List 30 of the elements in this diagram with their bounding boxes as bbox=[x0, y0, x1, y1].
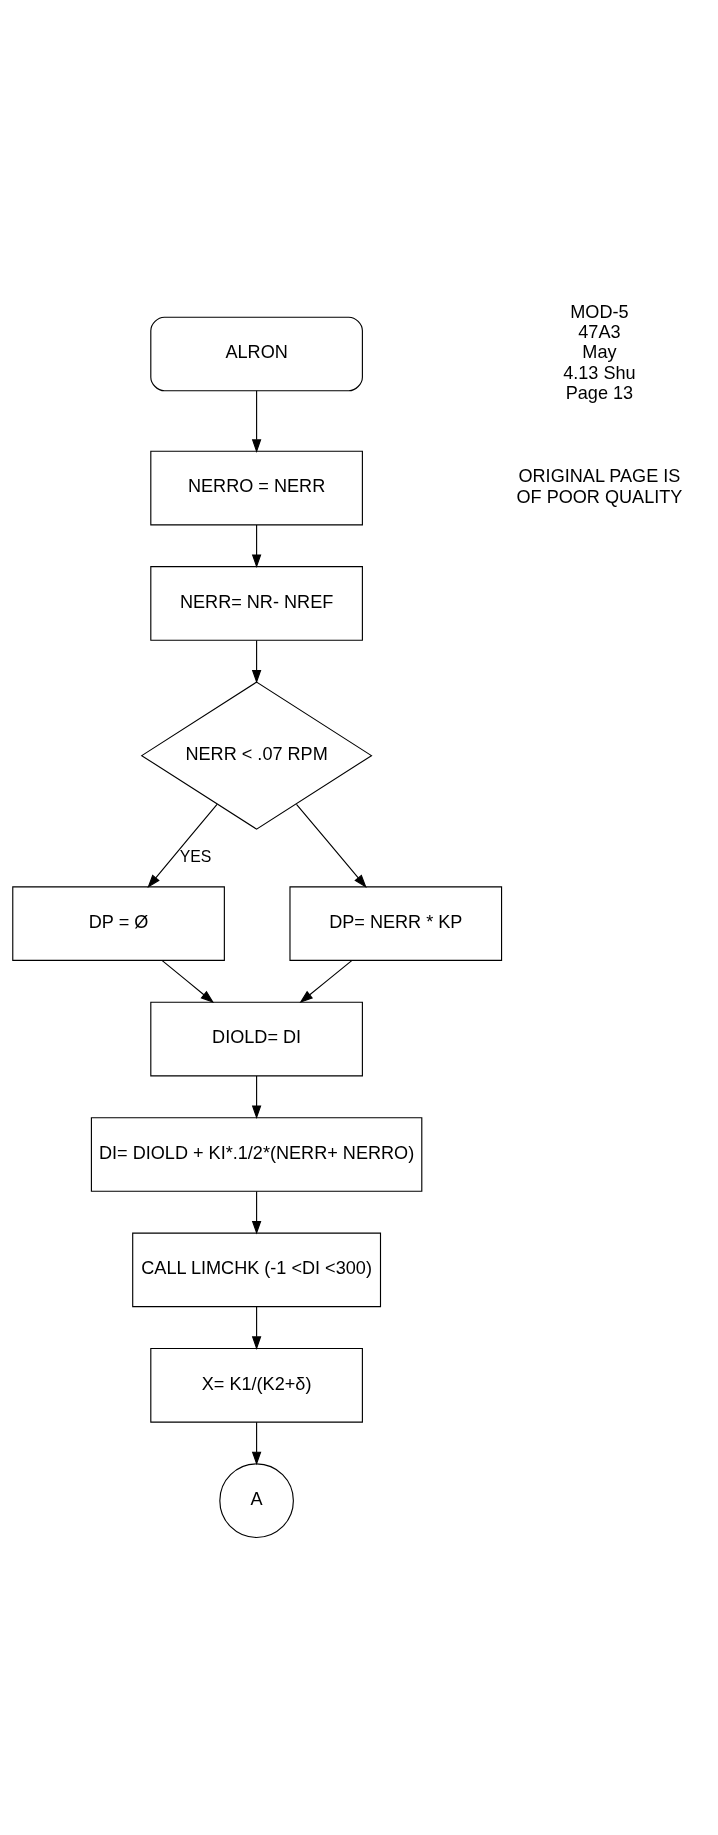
arrow bbox=[251, 639, 262, 684]
label: OF POOR QUALITY bbox=[516, 486, 683, 507]
arrow bbox=[251, 523, 262, 568]
arrow bbox=[147, 803, 218, 888]
edge-label: YES bbox=[179, 847, 212, 865]
node-circle: A bbox=[219, 1462, 294, 1538]
node-box: CALL LIMCHK (-1 <DI <300) bbox=[132, 1232, 382, 1307]
node-box: DP = Ø bbox=[12, 885, 225, 961]
arrow bbox=[295, 803, 367, 888]
label: May bbox=[582, 341, 617, 362]
label: 4.13 Shu bbox=[563, 362, 636, 383]
label: Page 13 bbox=[565, 382, 634, 403]
node-box: X= K1/(K2+δ) bbox=[150, 1347, 363, 1423]
arrow bbox=[251, 389, 262, 453]
node-box: DIOLD= DI bbox=[150, 1001, 363, 1076]
node-box: NERRO = NERR bbox=[150, 450, 363, 525]
node-box: NERR= NR- NREF bbox=[150, 565, 363, 641]
arrow bbox=[299, 959, 353, 1003]
arrow bbox=[251, 1074, 262, 1119]
node-diamond: NERR < .07 RPM bbox=[140, 680, 373, 830]
arrow bbox=[251, 1190, 262, 1234]
node-box: DP= NERR * KP bbox=[289, 885, 503, 961]
label: ORIGINAL PAGE IS bbox=[518, 465, 681, 486]
arrow bbox=[251, 1421, 262, 1465]
label: MOD-5 bbox=[570, 301, 629, 322]
node-box: DI= DIOLD + KI*.1/2*(NERR+ NERRO) bbox=[90, 1116, 423, 1192]
arrow bbox=[161, 959, 215, 1003]
arrow bbox=[251, 1305, 262, 1350]
label: 47A3 bbox=[578, 321, 621, 342]
node-box: ALRON bbox=[150, 316, 363, 391]
